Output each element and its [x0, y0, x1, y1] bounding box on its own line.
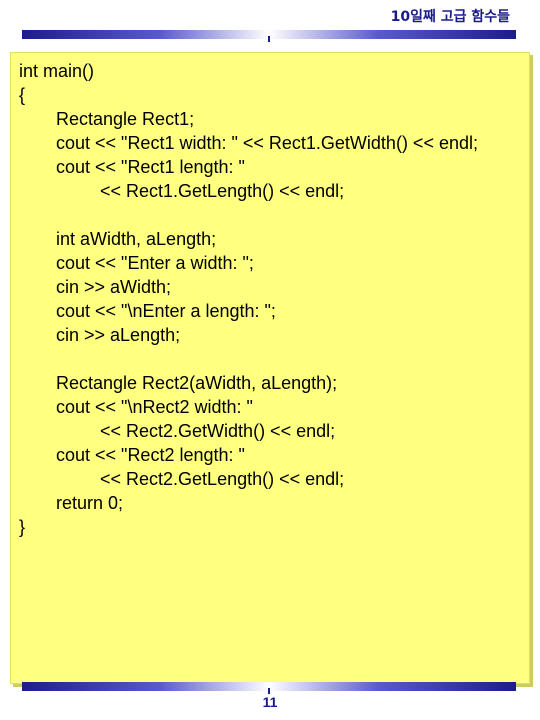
code-line: cout << "Rect1 length: " [56, 157, 245, 177]
code-panel: int main() { Rectangle Rect1; cout << "Rect… [10, 52, 530, 684]
code-line: int aWidth, aLength; [56, 229, 217, 249]
code-line: } [19, 517, 26, 537]
code-line: cout << "Enter a width: "; [56, 253, 254, 273]
code-line: return 0; [56, 493, 124, 513]
code-line: cin >> aLength; [56, 325, 181, 345]
footer-bar [22, 682, 516, 691]
code-line: cin >> aWidth; [56, 277, 172, 297]
code-line: cout << "\nRect2 width: " [56, 397, 253, 417]
code-line: int main() [19, 61, 95, 81]
code-line [19, 203, 478, 227]
code-block: int main() { Rectangle Rect1; cout << "Rect… [19, 59, 478, 539]
footer-bar-tick [268, 688, 270, 694]
page-number: 11 [262, 694, 278, 710]
code-line: { [19, 85, 26, 105]
code-line: cout << "Rect1 width: " << Rect1.GetWidt… [56, 133, 478, 153]
code-line: << Rect1.GetLength() << endl; [100, 181, 345, 201]
code-line: << Rect2.GetWidth() << endl; [100, 421, 336, 441]
header-bar-tick [268, 36, 270, 42]
code-line: Rectangle Rect2(aWidth, aLength); [56, 373, 338, 393]
code-line: cout << "\nEnter a length: "; [56, 301, 276, 321]
code-line: Rectangle Rect1; [56, 109, 195, 129]
code-line [19, 347, 478, 371]
header-bar [22, 30, 516, 39]
code-line: << Rect2.GetLength() << endl; [100, 469, 345, 489]
code-line: cout << "Rect2 length: " [56, 445, 245, 465]
header-title: 10일째 고급 함수들 [390, 9, 510, 25]
